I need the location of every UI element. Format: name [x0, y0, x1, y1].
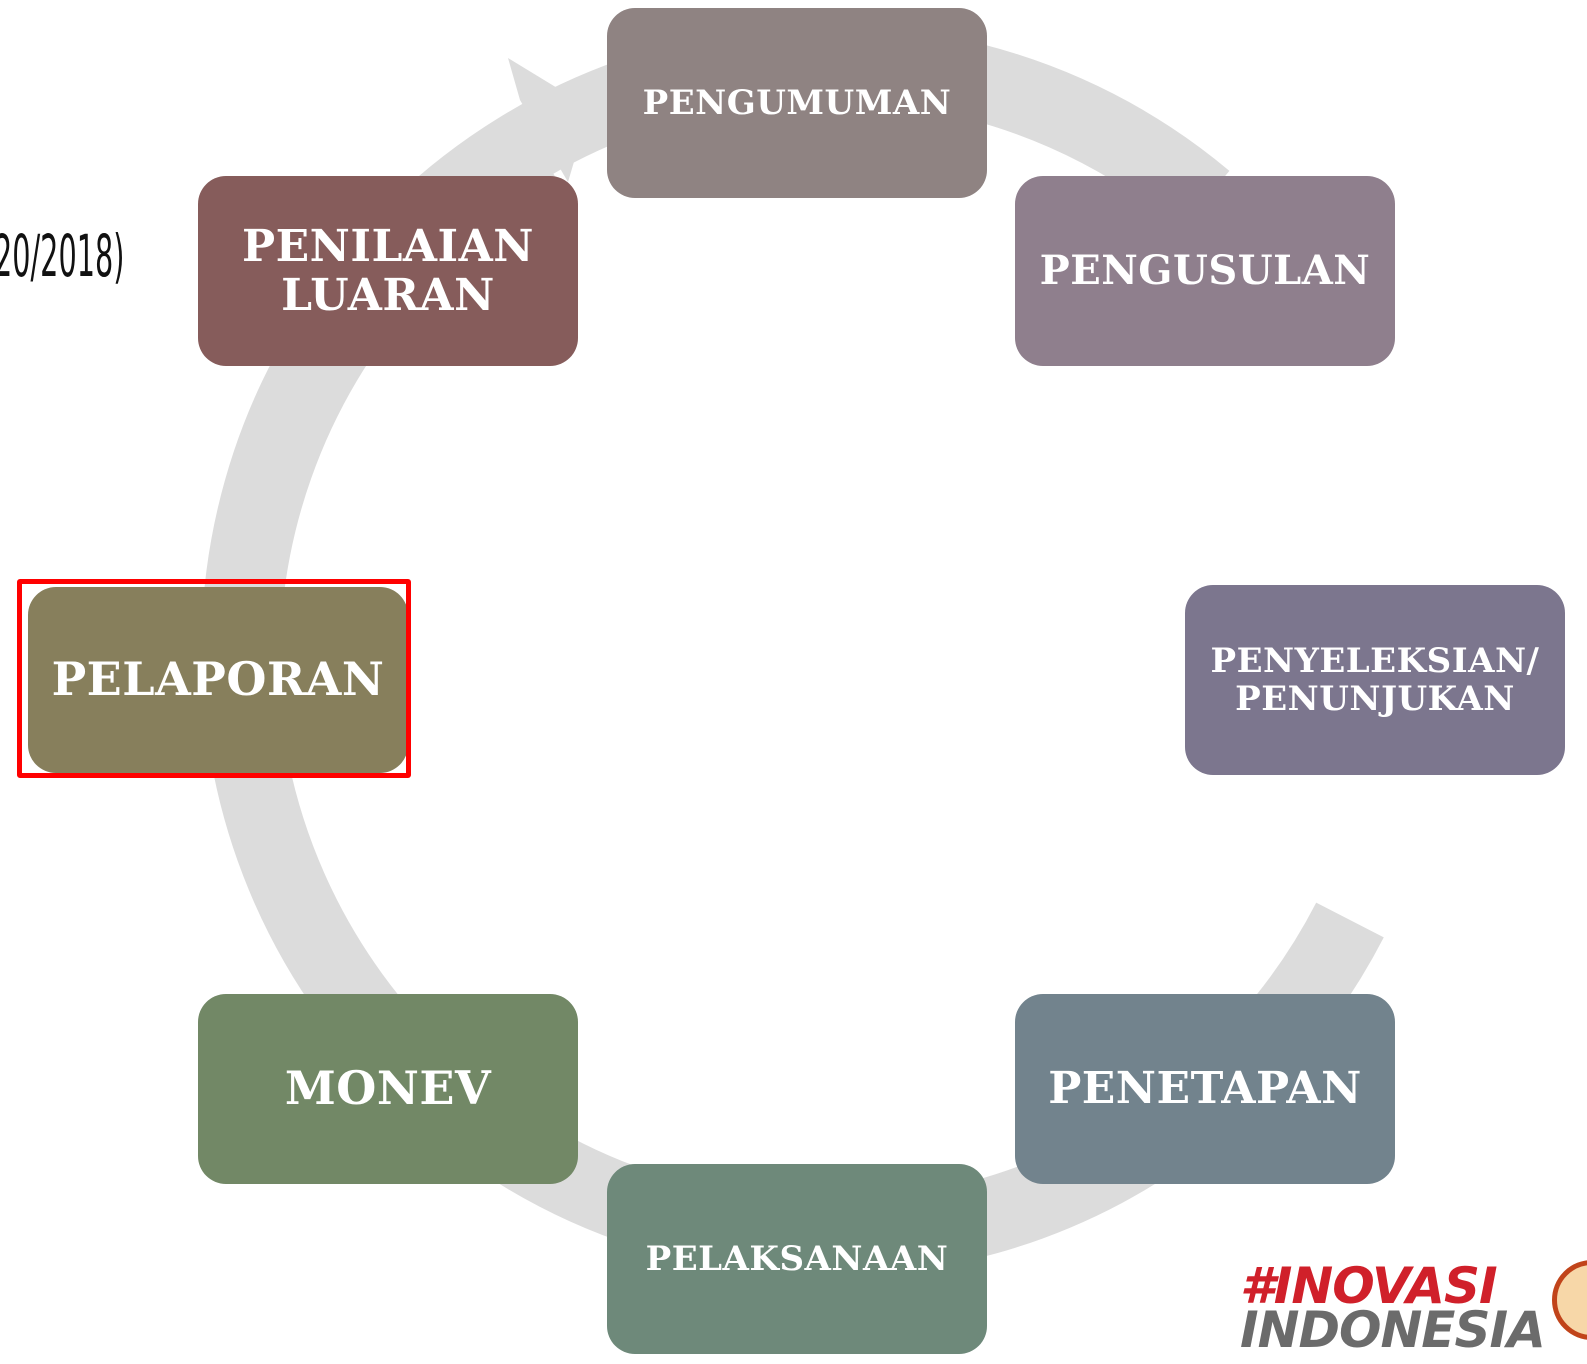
stage-label: PELAPORAN [51, 652, 385, 707]
slide-title-fragment: 20/2018) [0, 222, 125, 290]
stage-label: PENGUMUMAN [642, 82, 952, 123]
stage-label: MONEV [284, 1061, 492, 1116]
cycle-arrowhead [508, 58, 590, 182]
stage-label: PENYELEKSIAN/ PENUNJUKAN [1210, 640, 1540, 719]
stage-monev: MONEV [198, 994, 578, 1184]
stage-pengumuman: PENGUMUMAN [607, 8, 987, 198]
stage-pelaksanaan: PELAKSANAAN [607, 1164, 987, 1354]
stage-label: PENGUSULAN [1039, 246, 1371, 294]
logo-line-2: INDONESIA [1240, 1301, 1546, 1359]
stage-pelaporan: PELAPORAN [28, 587, 408, 773]
stage-pengusulan: PENGUSULAN [1015, 176, 1395, 366]
stage-label: PELAKSANAAN [645, 1238, 949, 1279]
highlight-box [17, 579, 411, 778]
logo-line-1: #INOVASI [1240, 1257, 1498, 1315]
stage-penetapan: PENETAPAN [1015, 994, 1395, 1184]
stage-label: PENILAIAN LUARAN [242, 220, 534, 321]
inovasi-indonesia-logo: #INOVASI INDONESIA [1240, 1257, 1546, 1364]
stage-penilaian-luaran: PENILAIAN LUARAN [198, 176, 578, 366]
stage-label: PENETAPAN [1048, 1063, 1362, 1115]
stage-penyeleksian-penunjukan: PENYELEKSIAN/ PENUNJUKAN [1185, 585, 1565, 775]
